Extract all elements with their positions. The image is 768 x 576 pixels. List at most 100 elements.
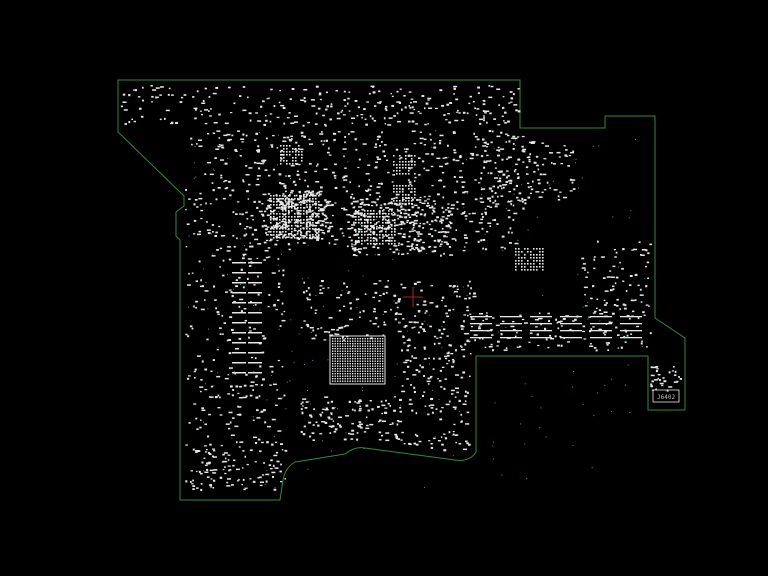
component-pad bbox=[399, 215, 402, 218]
chip-ball bbox=[303, 237, 305, 239]
component-pad bbox=[479, 118, 483, 121]
component-pad bbox=[515, 335, 517, 338]
component-pad bbox=[257, 150, 260, 153]
chip-ball bbox=[306, 201, 308, 203]
via bbox=[429, 363, 431, 365]
component-pad bbox=[352, 197, 355, 200]
component-pad bbox=[340, 294, 343, 297]
component-pad bbox=[474, 107, 477, 110]
component-pad bbox=[588, 316, 591, 318]
component-pad bbox=[219, 327, 222, 329]
cpu-ball bbox=[379, 375, 381, 377]
component-pad bbox=[361, 201, 364, 204]
component-pad bbox=[623, 307, 627, 310]
cpu-ball bbox=[352, 340, 354, 342]
component-pad bbox=[241, 141, 244, 143]
component-pad bbox=[340, 111, 343, 113]
chip-ball bbox=[364, 234, 366, 236]
component-pad bbox=[220, 174, 223, 177]
component-pad bbox=[371, 408, 374, 411]
component-pad bbox=[484, 150, 487, 152]
chip-ball bbox=[370, 228, 372, 230]
component-pad bbox=[543, 158, 547, 160]
component-pad bbox=[486, 143, 490, 145]
component-pad bbox=[321, 229, 324, 232]
via bbox=[259, 309, 261, 311]
component-pad bbox=[368, 92, 371, 95]
component-pad bbox=[535, 191, 540, 193]
chip-ball bbox=[292, 163, 294, 165]
component-pad bbox=[527, 196, 531, 199]
component-pad bbox=[142, 86, 144, 89]
component-pad bbox=[474, 146, 477, 148]
cpu-ball bbox=[349, 353, 351, 355]
component-pad bbox=[447, 215, 450, 217]
resistor-row bbox=[232, 352, 246, 354]
component-pad bbox=[260, 481, 264, 483]
component-pad bbox=[220, 177, 223, 179]
cpu-ball bbox=[354, 340, 356, 342]
chip-ball bbox=[306, 216, 308, 218]
cpu-ball bbox=[367, 380, 369, 382]
component-pad bbox=[324, 205, 328, 208]
component-pad bbox=[167, 93, 170, 96]
cpu-ball bbox=[352, 370, 354, 372]
cpu-package[interactable] bbox=[329, 335, 386, 385]
component-pad bbox=[294, 115, 298, 117]
component-pad bbox=[201, 461, 204, 464]
chip-ball bbox=[285, 231, 287, 233]
cpu-ball bbox=[339, 375, 341, 377]
component-pad bbox=[208, 413, 211, 416]
component-pad bbox=[272, 217, 277, 220]
component-pad bbox=[223, 181, 225, 183]
component-pad bbox=[430, 377, 432, 379]
component-pad bbox=[481, 227, 484, 230]
component-pad bbox=[494, 192, 497, 194]
component-pad bbox=[208, 461, 211, 464]
cpu-ball bbox=[362, 378, 364, 380]
component-pad bbox=[206, 448, 208, 451]
chip-ball bbox=[536, 257, 538, 259]
component-pad bbox=[529, 192, 532, 195]
chip-ball bbox=[298, 148, 300, 150]
chip-ball bbox=[518, 263, 520, 265]
component-pad bbox=[314, 170, 318, 173]
component-pad bbox=[622, 280, 625, 283]
cpu-ball bbox=[352, 345, 354, 347]
resistor-row bbox=[248, 282, 262, 284]
component-pad bbox=[486, 160, 491, 162]
component-pad bbox=[291, 138, 293, 141]
component-pad bbox=[323, 232, 326, 235]
resistor-row bbox=[470, 330, 492, 332]
chip-ball bbox=[393, 185, 395, 187]
component-pad bbox=[131, 118, 133, 121]
component-pad bbox=[319, 92, 322, 94]
component-pad bbox=[358, 158, 361, 161]
component-pad bbox=[507, 175, 510, 177]
component-pad bbox=[321, 220, 325, 223]
cpu-ball bbox=[364, 370, 366, 372]
resistor-row bbox=[470, 337, 492, 339]
chip-ball bbox=[373, 210, 375, 212]
chip-ball bbox=[533, 257, 535, 259]
chip-ball bbox=[399, 161, 401, 163]
component-pad bbox=[428, 195, 431, 197]
component-pad bbox=[245, 373, 248, 376]
component-pad bbox=[382, 420, 386, 422]
cpu-ball bbox=[364, 338, 366, 340]
component-pad bbox=[196, 428, 199, 430]
resistor-row bbox=[470, 323, 492, 325]
component-pad bbox=[406, 221, 409, 224]
component-pad bbox=[409, 249, 412, 251]
component-pad bbox=[512, 93, 515, 96]
component-pad bbox=[269, 216, 272, 219]
component-pad bbox=[300, 403, 303, 405]
cpu-ball bbox=[337, 348, 339, 350]
component-pad bbox=[343, 179, 348, 181]
component-pad bbox=[400, 216, 404, 218]
connector-j6402[interactable]: J6402 bbox=[652, 389, 680, 403]
chip-ball bbox=[414, 164, 416, 166]
via bbox=[493, 148, 495, 150]
component-pad bbox=[309, 217, 313, 220]
